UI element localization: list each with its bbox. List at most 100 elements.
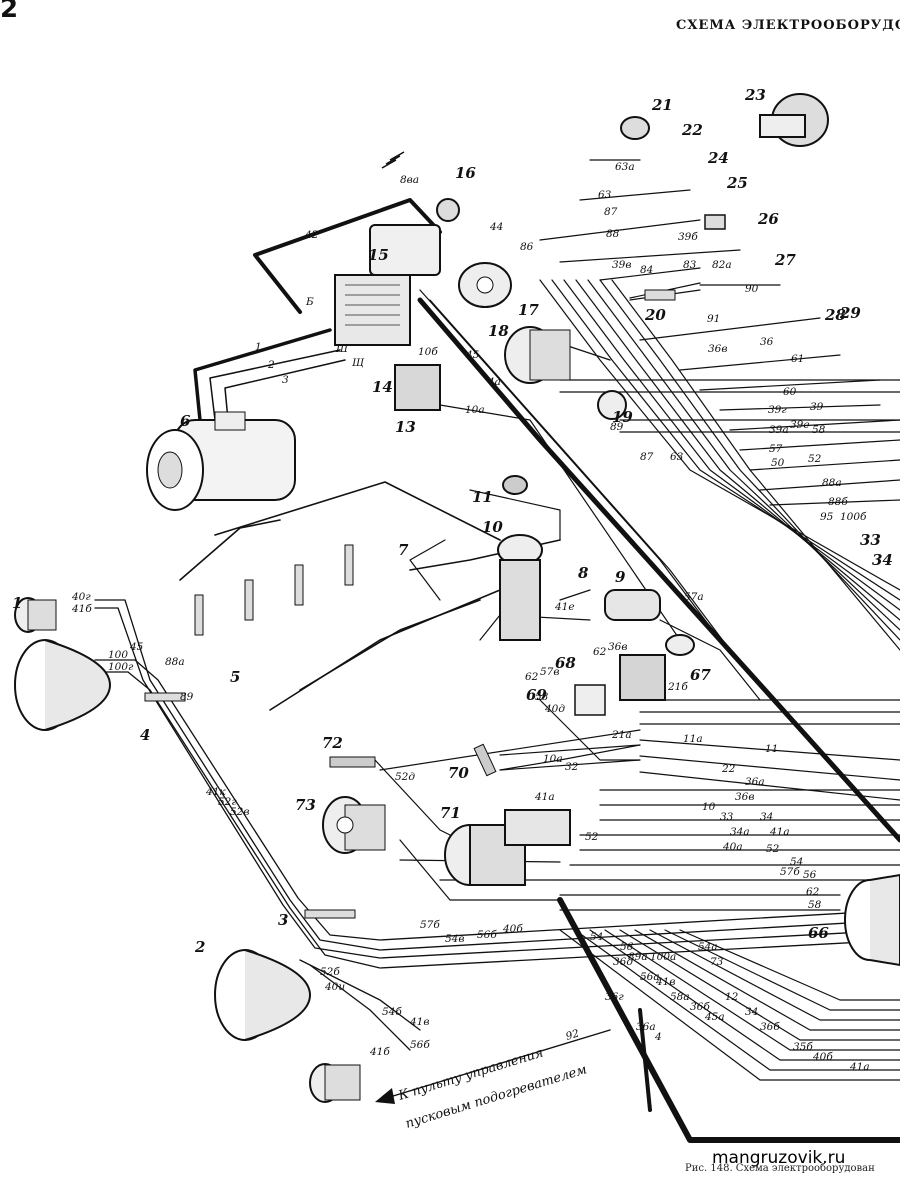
wire-label: 56б xyxy=(410,1039,430,1051)
component-1-top-lamp xyxy=(14,597,57,633)
component-13-fuse xyxy=(394,364,441,411)
wire-label: 40и xyxy=(324,981,345,993)
wire-4a xyxy=(429,299,731,651)
wire-label: 45а xyxy=(704,1011,725,1023)
component-71-starter xyxy=(444,809,571,886)
wire-label: 62 xyxy=(806,886,820,898)
wire-label: Б xyxy=(0,0,8,3)
wire-label: 36б xyxy=(760,1021,780,1033)
wire-label: 52д xyxy=(395,771,415,783)
wire-label: 63 xyxy=(598,189,612,201)
callout-9: 9 xyxy=(615,568,626,586)
callout-68: 68 xyxy=(555,654,576,672)
wire-label: 63а xyxy=(615,161,635,173)
wire-label: 54в xyxy=(445,933,464,945)
component-68-relay xyxy=(619,654,666,701)
wire-label: 36в xyxy=(708,343,727,355)
wire-label: 56 xyxy=(803,869,817,881)
wire-label: 56б xyxy=(477,929,497,941)
callout-18: 18 xyxy=(488,322,509,340)
wire-label: 21б xyxy=(667,681,688,693)
callout-26: 26 xyxy=(757,210,779,228)
wire-label: 86 xyxy=(520,241,534,253)
wire-label: 61 xyxy=(791,353,804,365)
wire-label: 52 xyxy=(808,453,822,465)
component-73-heater xyxy=(322,796,386,854)
wire-34 xyxy=(399,839,561,901)
callout-72: 72 xyxy=(322,734,343,752)
wire-label: 89 xyxy=(180,691,194,703)
wire-label: 95 xyxy=(820,511,834,523)
wire-label: 60 xyxy=(783,386,797,398)
wire-label: 50 xyxy=(771,457,785,469)
callout-10: 10 xyxy=(482,518,503,536)
component-2-top-headlamp xyxy=(14,639,112,731)
component-17-horn xyxy=(458,262,512,308)
wire-label: 58 xyxy=(812,424,826,436)
wire-label: 39б xyxy=(678,231,698,243)
component-16-switch xyxy=(436,198,460,222)
wire-label: 52 xyxy=(585,831,599,843)
wire-label: 2 xyxy=(267,359,275,371)
wire-label: 36а xyxy=(745,776,765,788)
wire-label: 4а xyxy=(487,376,501,388)
component-20-fuse xyxy=(644,289,676,301)
ground-wire-2 xyxy=(417,297,900,843)
wire-label: 36д xyxy=(613,956,633,968)
wire-label: 68а xyxy=(0,0,20,3)
component-69-switch xyxy=(574,684,606,716)
callout-22: 22 xyxy=(681,121,703,139)
wire-label: 36б xyxy=(690,1001,710,1013)
wire-label: 40б xyxy=(502,923,523,935)
callout-73: 73 xyxy=(295,796,316,814)
callout-15: 15 xyxy=(368,246,389,264)
wire-label: 10а xyxy=(543,753,563,765)
callout-5: 5 xyxy=(230,668,240,686)
callout-69: 69 xyxy=(526,686,547,704)
wire-label: 41е xyxy=(554,601,575,613)
ground-symbol xyxy=(381,151,405,169)
wire-label: 54 xyxy=(790,856,803,868)
wire-label: 23 xyxy=(0,0,14,3)
wire-label: 36 xyxy=(760,336,774,348)
watermark: mangruzovik.ru xyxy=(712,1148,846,1168)
wire-label: 62 xyxy=(525,671,539,683)
component-10-distributor xyxy=(497,534,543,641)
wire-label: 41а xyxy=(534,791,555,803)
wire-3 xyxy=(224,359,346,421)
wire-label: 21а xyxy=(611,729,632,741)
wire-42 xyxy=(253,198,442,314)
component-15-regulator xyxy=(369,224,441,276)
callout-25: 25 xyxy=(726,174,748,192)
arrow-line xyxy=(379,1029,611,1101)
wire-label: 41в xyxy=(409,1016,429,1028)
wire-label: 36в xyxy=(735,791,754,803)
wire-label: 57в xyxy=(540,666,559,678)
wire-label: 4 xyxy=(654,1031,662,1043)
callout-21: 21 xyxy=(651,96,673,114)
wire-11a xyxy=(539,699,641,761)
callout-67: 67 xyxy=(690,666,711,684)
component-19-gauge xyxy=(597,390,627,420)
callout-20: 20 xyxy=(644,306,666,324)
callout-7: 7 xyxy=(398,541,409,559)
wire-label: 100в xyxy=(0,0,26,3)
callout-28: 28 xyxy=(824,306,846,324)
wire-label: Ш xyxy=(335,343,349,355)
wire-label: 44 xyxy=(489,221,503,233)
wire-label: 36а xyxy=(636,1021,656,1033)
callout-33: 33 xyxy=(860,531,881,549)
wire-label: 100а xyxy=(650,951,676,963)
header-title: СХЕМА ЭЛЕКТРООБОРУДОВ xyxy=(676,18,900,33)
wire-label: 89 xyxy=(610,421,624,433)
wire-label: 54а xyxy=(698,941,718,953)
wire-label: 62 xyxy=(593,646,607,658)
wire-label: 56а xyxy=(640,971,660,983)
wire-label: 100 xyxy=(108,649,128,661)
component-66-headlamp xyxy=(844,873,900,967)
wire-45 xyxy=(419,289,721,641)
component-14-relay xyxy=(334,274,411,346)
wire-label: 56 xyxy=(620,941,634,953)
